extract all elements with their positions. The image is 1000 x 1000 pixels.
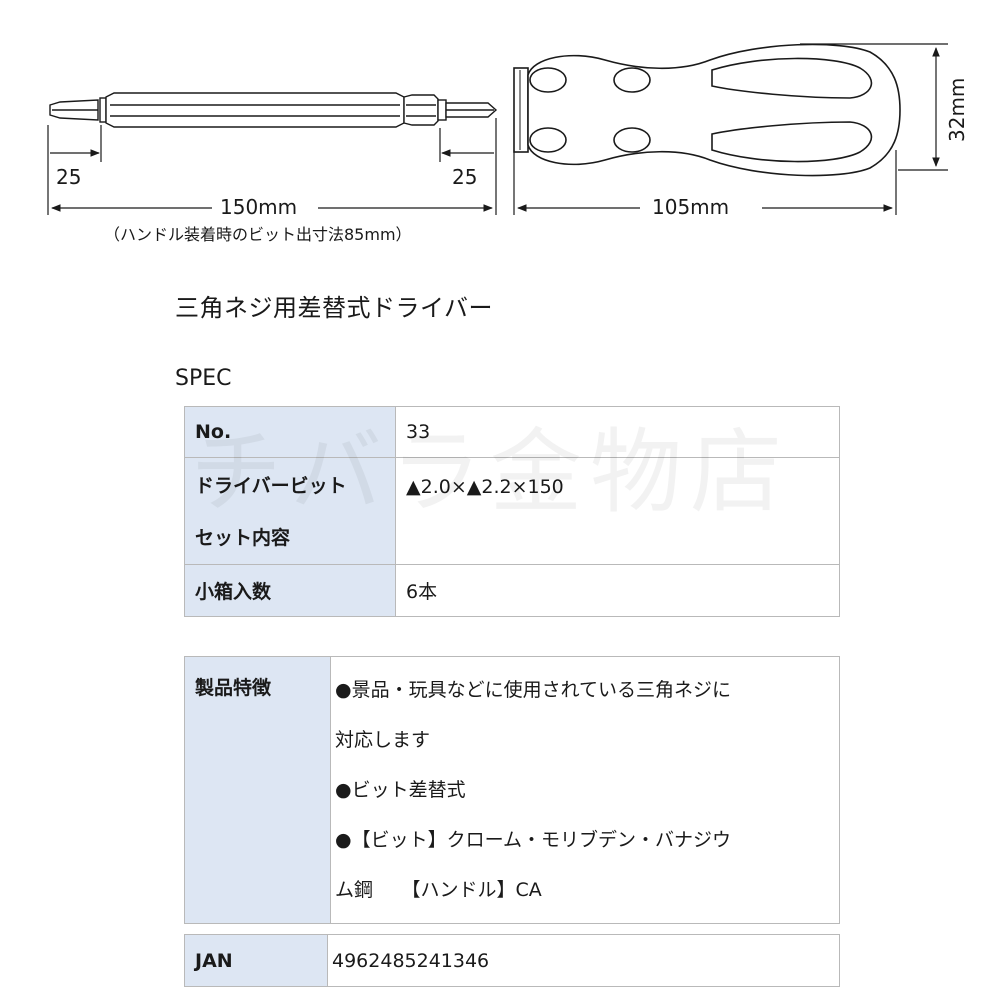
features-label: 製品特徴	[184, 656, 331, 924]
set-label-line-2: セット内容	[195, 527, 291, 549]
number-value: 33	[395, 406, 840, 458]
jan-value: 4962485241346	[327, 934, 840, 987]
spec-row-number: No. 33	[184, 406, 840, 458]
feature-line: ●【ビット】クローム・モリブデン・バナジウ	[335, 829, 732, 851]
bit-dimensions	[47, 118, 497, 215]
jan-label: JAN	[184, 934, 328, 987]
quantity-value: 6本	[395, 564, 840, 617]
set-label-line-1: ドライバービット	[195, 475, 347, 497]
feature-line: ム鋼 【ハンドル】CA	[335, 879, 542, 901]
bit-right-length: 25	[452, 165, 477, 189]
handle-diameter: 32mm	[945, 78, 969, 142]
jan-row: JAN 4962485241346	[184, 934, 840, 987]
spec-table: No. 33 ドライバービット セット内容 ▲2.0×▲2.2×150 小箱入数…	[184, 406, 840, 617]
bit-left-length: 25	[56, 165, 81, 189]
bit-total-length: 150mm	[220, 195, 297, 219]
spec-heading: SPEC	[175, 366, 232, 391]
features-table: 製品特徴 ●景品・玩具などに使用されている三角ネジに 対応します ●ビット差替式…	[184, 656, 840, 924]
number-label: No.	[184, 406, 396, 458]
handle-dimensions	[513, 43, 948, 215]
feature-line: 対応します	[335, 729, 431, 751]
handle-length: 105mm	[652, 195, 729, 219]
set-value: ▲2.0×▲2.2×150	[395, 457, 840, 565]
jan-table: JAN 4962485241346	[184, 934, 840, 987]
spec-row-quantity: 小箱入数 6本	[184, 564, 840, 617]
handle-illustration	[513, 43, 901, 177]
quantity-label: 小箱入数	[184, 564, 396, 617]
set-label: ドライバービット セット内容	[184, 457, 396, 565]
dimension-drawing: 25 25 150mm （ハンドル装着時のビット出寸法85mm） 105mm 3…	[47, 43, 969, 244]
spec-row-set: ドライバービット セット内容 ▲2.0×▲2.2×150	[184, 457, 840, 565]
bit-note: （ハンドル装着時のビット出寸法85mm）	[104, 225, 412, 244]
driver-bit-illustration	[49, 92, 498, 128]
product-title: 三角ネジ用差替式ドライバー	[175, 294, 494, 322]
features-row: 製品特徴 ●景品・玩具などに使用されている三角ネジに 対応します ●ビット差替式…	[184, 656, 840, 924]
feature-line: ●景品・玩具などに使用されている三角ネジに	[335, 679, 732, 701]
feature-line: ●ビット差替式	[335, 779, 466, 801]
features-content: ●景品・玩具などに使用されている三角ネジに 対応します ●ビット差替式 ●【ビッ…	[330, 656, 840, 924]
